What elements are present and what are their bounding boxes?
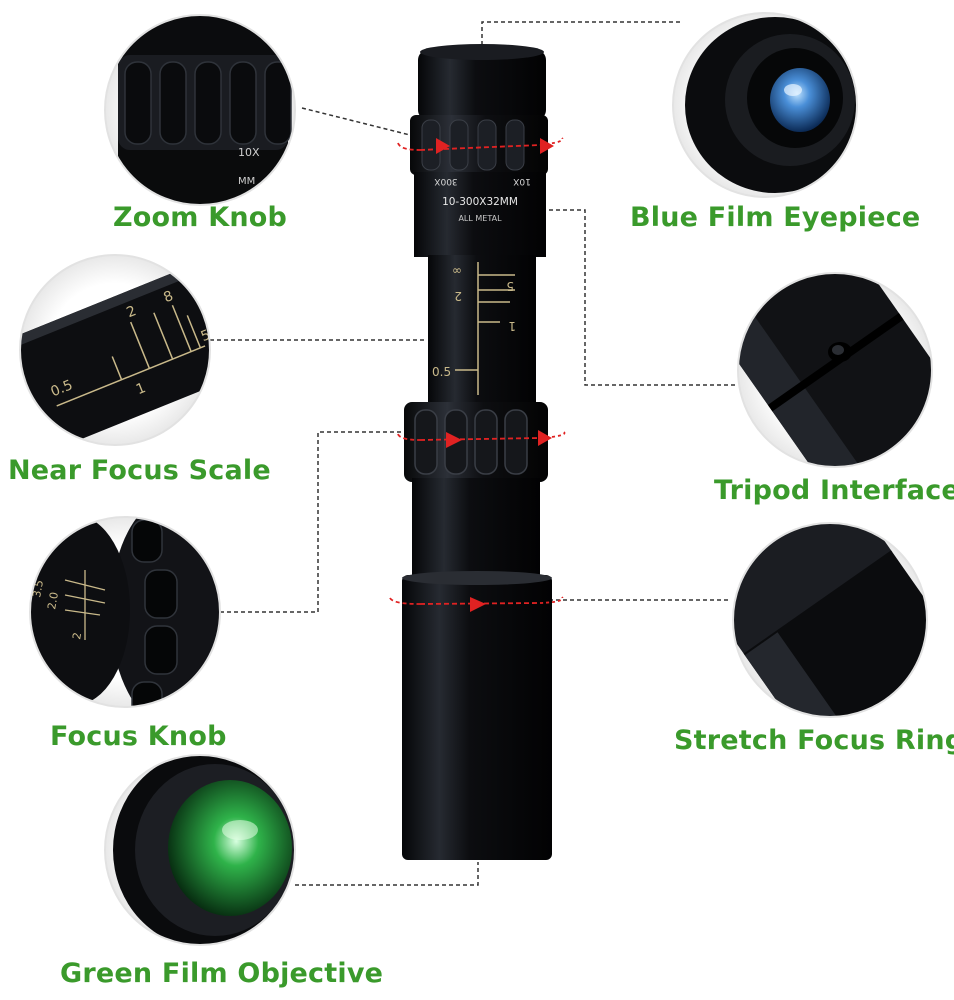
scale-infinity: ∞ [452,264,462,278]
objective-tube [402,575,552,860]
label-green-film-objective: Green Film Objective [60,958,384,989]
scale-5: 5 [506,279,514,293]
inset-scale-5: 5 [199,327,213,345]
scale-tube [428,255,536,410]
engraving-10x: 10X [513,176,531,186]
inset-near-focus-scale: 0.5 2 8 1 5 [19,254,213,446]
inset-green-objective [104,754,296,946]
label-tripod-interface: Tripod Interface [714,475,954,506]
leader-tripod [548,209,735,386]
leader-eyepiece [481,21,680,45]
label-zoom-knob: Zoom Knob [113,202,288,233]
scale-2: 2 [454,289,462,303]
near-focus-scale-marks [455,262,515,395]
inset-blue-eyepiece [672,12,858,198]
engraving-300x: 300X [434,176,457,186]
leader-focus-knob [220,431,410,613]
label-near-focus-scale: Near Focus Scale [8,455,271,486]
inset-focus-knob: 3.5 2.0 2 [29,516,221,708]
scale-1: 1 [508,319,516,333]
label-blue-film-eyepiece: Blue Film Eyepiece [630,202,921,233]
scale-0-5: 0.5 [432,365,451,379]
label-stretch-focus-ring: Stretch Focus Ring [674,725,954,756]
monocular-body: 300X 10X 10-300X32MM ALL METAL ∞ 5 2 1 0… [402,44,552,860]
lower-tube [412,478,540,588]
leader-objective [295,862,479,886]
arrow-heads [436,138,554,612]
leader-lines [210,21,735,886]
zoom-body [414,172,546,257]
engraving-model: 10-300X32MM [442,196,518,208]
engraving-material: ALL METAL [458,214,502,223]
label-focus-knob: Focus Knob [50,721,227,752]
inset-focus-2: 2 [70,631,84,640]
inset-zoom-mm: MM [238,176,255,187]
leader-zoom-knob [301,107,411,136]
inset-zoom-knob: 10X MM [104,14,296,206]
inset-zoom-10x: 10X [238,146,260,159]
inset-scale-0-5: 0.5 [48,377,75,400]
inset-stretch-focus-ring [732,522,928,718]
inset-focus-2-0: 2.0 [45,591,61,610]
eyepiece-cap [418,50,546,120]
